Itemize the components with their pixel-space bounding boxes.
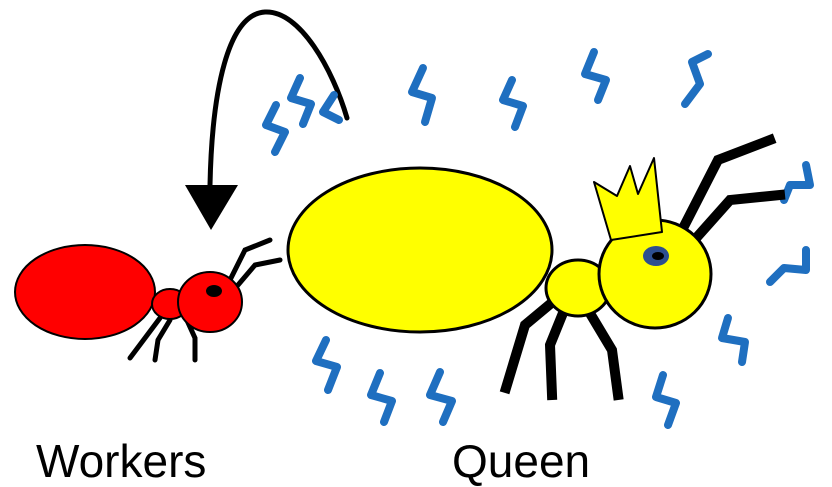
pheromone-squiggle-icon: [770, 250, 806, 282]
pheromone-squiggle-icon: [316, 340, 337, 390]
pheromone-squiggle-icon: [685, 54, 708, 104]
pheromone-squiggle-icon: [291, 78, 311, 124]
pheromone-squiggle-icon: [371, 373, 392, 422]
workers-label: Workers: [36, 436, 206, 486]
queen-ant-icon: [288, 140, 780, 395]
pheromone-squiggle-icon: [585, 52, 606, 100]
pheromone-squiggle-icon: [722, 318, 745, 362]
pheromone-squiggle-icon: [412, 68, 432, 122]
pheromone-squiggle-icon: [784, 165, 810, 200]
queen-label: Queen: [452, 436, 590, 486]
pheromone-squiggle-icon: [266, 105, 285, 152]
pheromone-squiggle-icon: [323, 95, 339, 120]
pheromone-squiggle-icon: [503, 80, 523, 127]
worker-eye: [206, 285, 222, 297]
pheromone-squiggle-icon: [656, 375, 676, 425]
worker-ant-icon: [15, 240, 280, 360]
pheromone-squiggle-icon: [430, 372, 452, 422]
crown-icon: [594, 158, 662, 240]
